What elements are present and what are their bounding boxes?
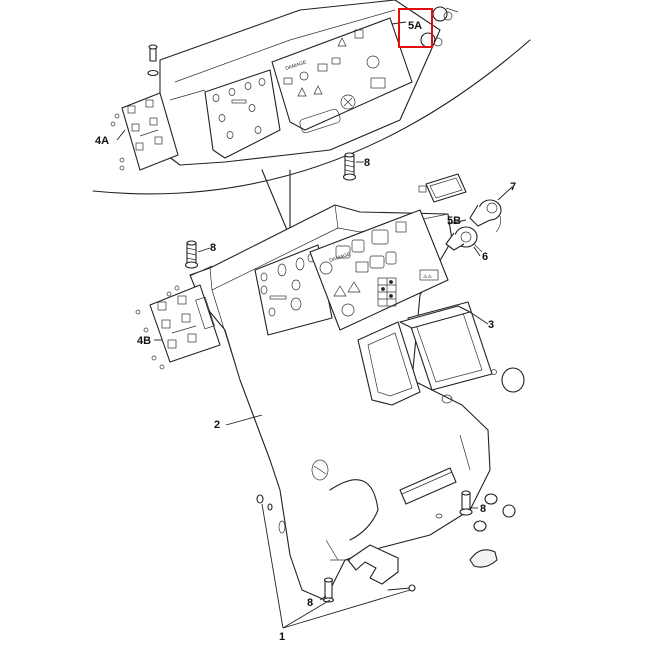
callout-labels: 4A 5A 8 7 5B 6 8 3 4B 2 8 8 1 (95, 20, 516, 643)
inset-small-screws (110, 113, 125, 171)
main-console: DAMAGE ⚠⚠ (189, 204, 525, 603)
inset-screw (147, 44, 159, 77)
callout-8-top: 8 (364, 157, 370, 169)
callout-4b: 4B (137, 335, 151, 347)
gauge-holes (260, 253, 315, 317)
bolt-top (342, 152, 357, 181)
instrument-panel-icons: ⚠⚠ (319, 221, 439, 317)
ignition-switch (469, 199, 502, 233)
callout-6: 6 (482, 251, 488, 263)
left-nut (256, 494, 273, 511)
callout-8-left: 8 (210, 242, 216, 254)
inset-switches (127, 99, 163, 151)
inset-switch-bracket (121, 92, 179, 171)
callout-8-right: 8 (480, 503, 486, 515)
callout-2: 2 (214, 419, 220, 431)
round-cap (501, 367, 525, 393)
highlight-box-5a (398, 8, 433, 48)
knob-socket (311, 459, 329, 481)
inset-side-panel (204, 69, 281, 159)
callout-8-bottom: 8 (307, 597, 313, 609)
detail-inset: DAMAGE (92, 0, 531, 195)
gauge-panel (254, 244, 333, 336)
bolt-bottom (322, 577, 335, 603)
inset-panel-icons (283, 29, 386, 134)
instrument-panel (309, 209, 449, 331)
callout-5a: 5A (408, 20, 422, 32)
bolt-left (184, 240, 199, 269)
switch-bracket (149, 284, 221, 363)
bottom-screw (387, 584, 416, 592)
bracket-screws (135, 285, 180, 370)
callout-1: 1 (279, 631, 285, 643)
relay-module (418, 173, 467, 203)
callout-4a: 4A (95, 135, 109, 147)
panel-icon-warning: ⚠⚠ (423, 274, 432, 280)
inset-side-panel-holes (212, 78, 266, 139)
steering-clamp (347, 544, 399, 585)
bolt-right (459, 490, 473, 516)
key-switch (445, 226, 483, 253)
callout-3: 3 (488, 319, 494, 331)
inset-boundary-arc (92, 39, 531, 195)
callout-7: 7 (510, 181, 516, 193)
lower-slot (399, 467, 457, 505)
leader-lines (116, 21, 513, 629)
callout-5b: 5B (447, 215, 461, 227)
inset-instrument-panel (271, 17, 413, 131)
rubber-plugs (469, 493, 516, 568)
